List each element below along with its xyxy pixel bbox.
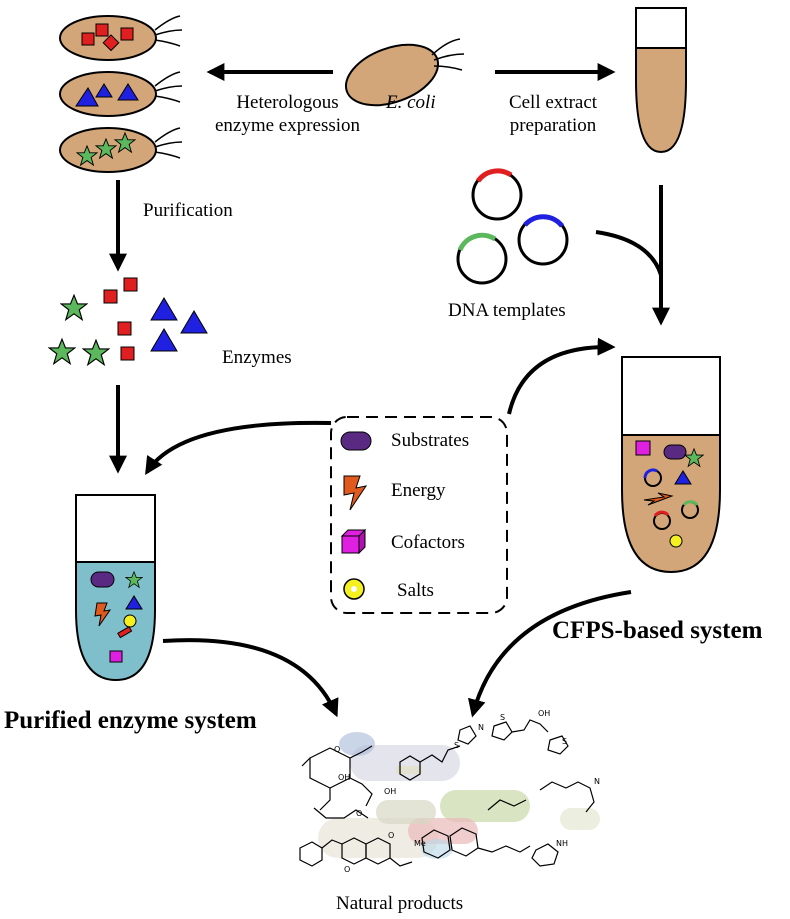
heterologous-label-line1: Heterologous bbox=[236, 92, 339, 113]
svg-text:N: N bbox=[478, 723, 484, 732]
enzymes-label: Enzymes bbox=[222, 347, 292, 368]
natural-products-image: O OH OH O S N S OH S N Me O O NH bbox=[299, 709, 600, 874]
legend-salts-label: Salts bbox=[397, 580, 434, 601]
svg-text:S: S bbox=[562, 737, 567, 746]
cofactor-cube-icon bbox=[340, 528, 367, 555]
cell-extract-label: Cell extract preparation bbox=[493, 92, 613, 138]
ecoli-cell-central bbox=[344, 38, 465, 107]
ecoli-cell-squares bbox=[59, 15, 183, 61]
svg-text:Me: Me bbox=[414, 839, 426, 848]
svg-text:O: O bbox=[356, 809, 362, 818]
arrow-dna-merge bbox=[595, 230, 663, 276]
cfps-system-label: CFPS-based system bbox=[552, 617, 763, 644]
purified-enzyme-tube bbox=[75, 494, 156, 682]
svg-text:O: O bbox=[344, 865, 350, 874]
arrow-legend-to-purified bbox=[145, 420, 332, 476]
svg-text:S: S bbox=[454, 741, 459, 750]
plasmid-blue bbox=[517, 214, 569, 266]
svg-text:NH: NH bbox=[556, 839, 568, 848]
enzymes-cluster bbox=[48, 277, 208, 366]
cell-extract-label-line2: preparation bbox=[509, 114, 597, 136]
purified-system-label: Purified enzyme system bbox=[4, 707, 257, 734]
salt-circle-icon bbox=[343, 578, 365, 600]
dna-templates-label: DNA templates bbox=[448, 300, 566, 321]
natural-products-label: Natural products bbox=[336, 893, 464, 914]
legend-cofactors-label: Cofactors bbox=[391, 532, 465, 553]
svg-text:OH: OH bbox=[538, 709, 550, 718]
ecoli-label: E. coli bbox=[386, 92, 436, 113]
energy-bolt-icon bbox=[343, 475, 368, 511]
arrow-cfps-to-products bbox=[467, 590, 632, 718]
cell-extract-tube bbox=[635, 7, 687, 154]
arrow-purified-to-products bbox=[162, 638, 339, 718]
svg-text:N: N bbox=[594, 777, 600, 786]
svg-text:O: O bbox=[388, 831, 394, 840]
plasmid-red bbox=[471, 168, 523, 221]
legend-energy-label: Energy bbox=[391, 480, 446, 501]
svg-text:OH: OH bbox=[384, 787, 396, 796]
arrow-legend-to-cfps bbox=[507, 337, 616, 415]
substrate-pill-icon bbox=[340, 431, 372, 451]
heterologous-label-line2: enzyme expression bbox=[214, 114, 361, 136]
legend-substrates-label: Substrates bbox=[391, 430, 470, 451]
plasmid-green bbox=[456, 232, 508, 285]
svg-text:O: O bbox=[334, 745, 340, 754]
svg-text:OH: OH bbox=[338, 773, 350, 782]
ecoli-cell-stars bbox=[59, 127, 183, 173]
svg-text:S: S bbox=[500, 713, 505, 722]
legend-box bbox=[330, 416, 508, 614]
cell-extract-label-line1: Cell extract bbox=[508, 92, 598, 113]
purification-label: Purification bbox=[143, 200, 233, 221]
cfps-tube bbox=[621, 356, 721, 574]
heterologous-label: Heterologous enzyme expression bbox=[205, 92, 370, 138]
ecoli-cell-triangles bbox=[59, 71, 183, 117]
